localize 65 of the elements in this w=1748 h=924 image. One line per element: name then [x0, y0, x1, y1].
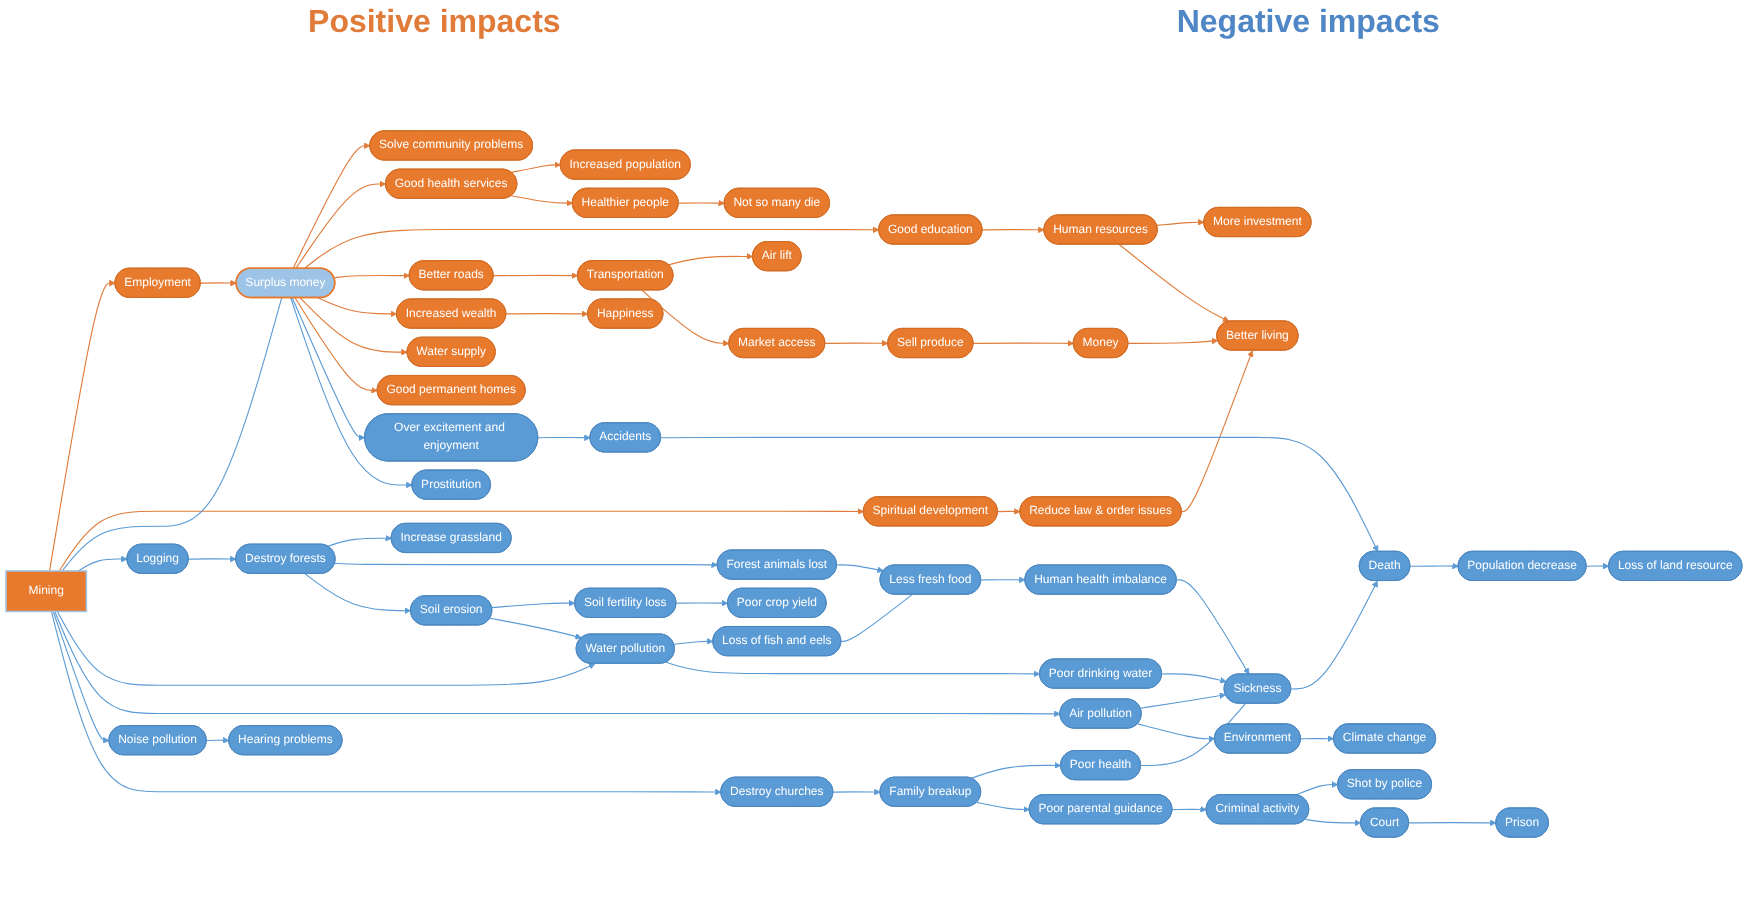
arrow — [673, 638, 714, 645]
arrow — [510, 161, 561, 173]
arrow — [997, 508, 1021, 515]
arrow — [206, 737, 230, 744]
arrow — [317, 297, 398, 318]
arrow — [972, 340, 1074, 347]
arrow — [1156, 218, 1205, 226]
arrow — [1127, 337, 1219, 345]
arrow — [492, 272, 579, 279]
arrow — [537, 434, 591, 441]
arrow — [58, 508, 864, 572]
section-heading: Negative impacts — [1176, 6, 1440, 42]
arrow — [976, 801, 1030, 813]
arrow — [665, 661, 1041, 678]
arrow — [641, 289, 730, 347]
arrow — [334, 561, 718, 569]
arrow — [290, 297, 413, 489]
arrow — [295, 180, 387, 270]
arrow — [675, 599, 729, 607]
arrow — [1171, 806, 1207, 813]
arrow — [1408, 819, 1497, 827]
arrow — [77, 555, 128, 572]
arrow — [1161, 673, 1227, 684]
arrow — [52, 610, 110, 744]
arrow — [50, 610, 722, 796]
arrow — [299, 297, 408, 356]
arrow — [188, 555, 237, 563]
arrow — [489, 617, 582, 640]
arrow — [1290, 580, 1378, 690]
arrow — [327, 534, 392, 547]
arrow — [1139, 692, 1226, 709]
arrow — [49, 279, 116, 572]
arrow — [56, 610, 596, 686]
arrow — [1409, 562, 1459, 570]
arrow — [1118, 243, 1230, 322]
arrow — [1137, 723, 1216, 743]
arrow — [824, 340, 889, 347]
arrow — [836, 564, 884, 573]
arrow — [678, 199, 725, 207]
arrow — [1304, 818, 1362, 827]
arrow — [54, 610, 1061, 718]
arrow — [1176, 579, 1250, 675]
arrow — [1295, 781, 1339, 796]
arrow — [505, 310, 589, 318]
arrow — [1585, 562, 1610, 570]
connector — [61, 297, 283, 572]
arrow — [980, 576, 1026, 584]
arrow — [292, 142, 371, 270]
arrow — [333, 272, 410, 279]
connector — [840, 594, 913, 643]
arrow — [304, 573, 412, 614]
arrow — [491, 599, 576, 609]
arrow — [668, 253, 754, 266]
arrow — [1300, 735, 1335, 742]
arrow — [981, 226, 1045, 234]
arrow — [291, 297, 366, 441]
arrow — [970, 762, 1062, 779]
arrow — [294, 297, 378, 394]
section-heading: Positive impacts — [308, 6, 561, 42]
arrow — [510, 195, 573, 207]
arrow — [200, 279, 237, 287]
arrow — [832, 788, 881, 796]
arrow — [303, 226, 880, 270]
arrow — [1181, 350, 1254, 513]
arrow — [660, 436, 1379, 552]
